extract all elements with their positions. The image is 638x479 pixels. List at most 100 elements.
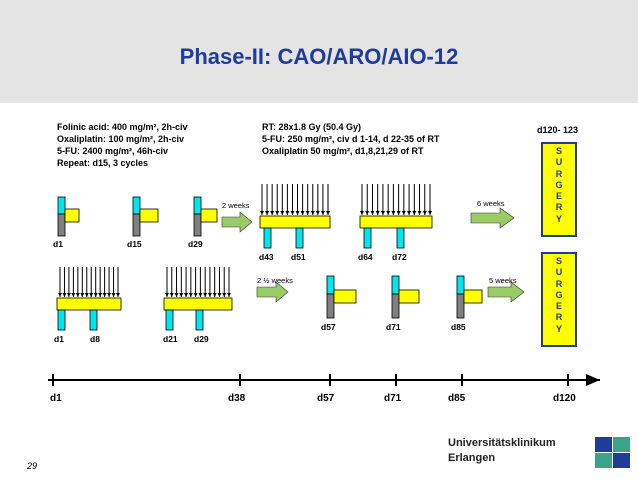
gap-arrow-label: 2 weeks xyxy=(222,201,250,210)
rt-fraction-arrowhead xyxy=(417,211,422,215)
gap-arrow-label: 2 ½ weeks xyxy=(257,276,293,285)
rt-fraction-arrowhead xyxy=(265,211,270,215)
rt-fraction-arrowhead xyxy=(62,293,67,297)
rt-fraction-arrowhead xyxy=(188,293,193,297)
chemo-cycle-d15-top xyxy=(132,196,159,237)
rt-fraction-arrowhead xyxy=(212,293,217,297)
rt-fraction-arrowhead xyxy=(290,211,295,215)
rt-fraction-arrowhead xyxy=(84,293,89,297)
rt-fraction-ticks-top-2 xyxy=(360,184,432,215)
surgery-letter: G xyxy=(555,179,563,190)
surgery-box-bottom: S U R G E R Y xyxy=(541,252,577,347)
rt-fraction-arrowhead xyxy=(310,211,315,215)
regimen-line-5fu: 5-FU: 2400 mg/m², 46h-civ xyxy=(57,146,169,156)
rt-fraction-arrowhead xyxy=(401,211,406,215)
rt-fraction-arrowhead xyxy=(275,211,280,215)
rt-fraction-arrowhead xyxy=(370,211,375,215)
timeline-label: d38 xyxy=(228,393,246,404)
rt-day-label: d1 xyxy=(54,334,64,344)
rt-fraction-arrowhead xyxy=(203,293,208,297)
rt-line-oxaliplatin: Oxaliplatin 50 mg/m², d1,8,21,29 of RT xyxy=(262,146,424,156)
rt-line-dose: RT: 28x1.8 Gy (50.4 Gy) xyxy=(262,122,362,132)
rt-fraction-arrowhead xyxy=(174,293,179,297)
rt-fraction-arrowhead xyxy=(222,293,227,297)
rt-fraction-arrowhead xyxy=(93,293,98,297)
surgery-letter: E xyxy=(555,191,562,202)
rt-fraction-arrowhead xyxy=(98,293,103,297)
rt-fraction-arrowhead xyxy=(270,211,275,215)
rt-block-bottom-2 xyxy=(163,297,233,331)
surgery-letter: R xyxy=(555,202,563,213)
rt-fraction-arrowhead xyxy=(260,211,264,215)
surgery-letter: Y xyxy=(555,213,562,224)
surgery-letter: G xyxy=(555,289,563,300)
institution-name: Universitätsklinikum Erlangen xyxy=(448,436,556,466)
rt-day-label: d72 xyxy=(392,252,407,262)
wait-arrow-5-weeks xyxy=(487,281,525,303)
institution-line: Erlangen xyxy=(448,452,496,464)
surgery-letter: R xyxy=(555,168,563,179)
chemo-cycle-d71-bottom xyxy=(391,275,420,319)
regimen-line-oxaliplatin: Oxaliplatin: 100 mg/m², 2h-civ xyxy=(57,134,185,144)
surgery-letter: U xyxy=(555,157,563,168)
rt-fraction-arrowhead xyxy=(365,211,370,215)
rt-fraction-arrowhead xyxy=(375,211,380,215)
rt-fraction-ticks-top-1 xyxy=(260,184,330,215)
timeline-label: d85 xyxy=(448,393,466,404)
surgery-day-label: d120- 123 xyxy=(537,125,579,135)
rt-day-label: d64 xyxy=(358,252,373,262)
rt-fraction-arrowhead xyxy=(89,293,94,297)
rt-fraction-arrowhead xyxy=(116,293,120,297)
timeline-ticks xyxy=(52,374,569,386)
rt-fraction-arrowhead xyxy=(80,293,85,297)
rt-fraction-arrowhead xyxy=(380,211,385,215)
surgery-letter: Y xyxy=(555,323,562,334)
rt-day-label: d8 xyxy=(90,334,100,344)
rt-day-label: d21 xyxy=(163,334,178,344)
rt-fraction-arrowhead xyxy=(360,211,364,215)
rt-day-label: d43 xyxy=(259,252,274,262)
rt-fraction-arrowhead xyxy=(179,293,184,297)
rt-fraction-arrowhead xyxy=(386,211,391,215)
rt-fraction-arrowhead xyxy=(320,211,325,215)
wait-arrow-6-weeks xyxy=(470,207,515,229)
surgery-box-top: S U R G E R Y xyxy=(541,142,577,237)
wait-arrow-label: 5 weeks xyxy=(489,276,517,285)
rt-block-bottom-1 xyxy=(56,297,122,331)
rt-fraction-arrowhead xyxy=(227,293,231,297)
rt-fraction-arrowhead xyxy=(193,293,198,297)
wait-arrow-label: 6 weeks xyxy=(477,199,505,208)
rt-fraction-arrowhead xyxy=(412,211,417,215)
chemo-cycle-d57-bottom xyxy=(326,275,357,319)
page-number: 29 xyxy=(27,461,38,471)
regimen-line-folinic: Folinic acid: 400 mg/m², 2h-civ xyxy=(57,122,188,132)
cycle-label: d71 xyxy=(386,322,401,332)
regimen-line-repeat: Repeat: d15, 3 cycles xyxy=(57,158,149,168)
rt-fraction-arrowhead xyxy=(285,211,290,215)
rt-fraction-ticks-bottom-2 xyxy=(165,267,231,297)
rt-fraction-arrowhead xyxy=(198,293,203,297)
institution-line: Universitätsklinikum xyxy=(448,437,556,449)
chemo-cycle-d85-bottom xyxy=(456,275,483,319)
rt-fraction-arrowhead xyxy=(280,211,285,215)
rt-fraction-arrowhead xyxy=(428,211,432,215)
cycle-label: d29 xyxy=(188,239,203,249)
rt-fraction-arrowhead xyxy=(305,211,310,215)
rt-fraction-arrowhead xyxy=(315,211,320,215)
rt-day-label: d29 xyxy=(194,334,209,344)
university-logo-icon xyxy=(595,437,630,468)
rt-fraction-arrowhead xyxy=(422,211,427,215)
gap-arrow-2-half-weeks xyxy=(256,281,289,303)
title-band xyxy=(0,0,638,103)
rt-fraction-arrowhead xyxy=(326,211,330,215)
rt-fraction-arrowhead xyxy=(58,293,62,297)
timeline-label: d1 xyxy=(50,393,62,404)
cycle-label: d15 xyxy=(127,239,142,249)
rt-fraction-arrowhead xyxy=(102,293,107,297)
gap-arrow-2-weeks xyxy=(221,211,253,233)
rt-fraction-arrowhead xyxy=(66,293,71,297)
rt-fraction-arrowhead xyxy=(207,293,212,297)
page-title: Phase-II: CAO/ARO/AIO-12 xyxy=(179,44,459,69)
rt-fraction-arrowhead xyxy=(107,293,112,297)
